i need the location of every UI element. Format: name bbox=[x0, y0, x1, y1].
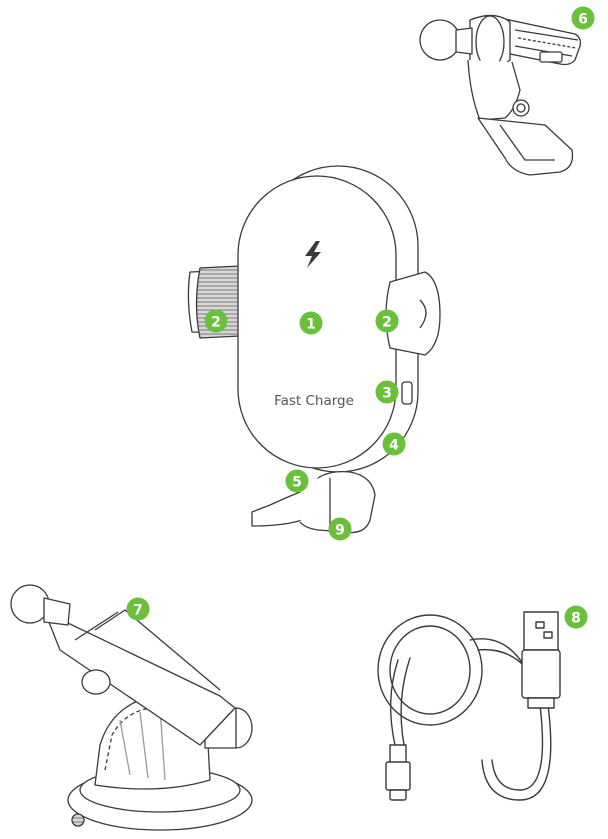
callout-badge-3: 3 bbox=[375, 380, 399, 404]
svg-text:8: 8 bbox=[571, 611, 581, 627]
fast-charge-label: Fast Charge bbox=[274, 393, 354, 409]
callout-badge-1: 1 bbox=[299, 311, 323, 335]
svg-text:9: 9 bbox=[335, 523, 345, 539]
callout-badge-5: 5 bbox=[285, 469, 309, 493]
callout-badge-2-left: 2 bbox=[204, 309, 228, 333]
lightning-bolt-icon bbox=[305, 241, 321, 268]
svg-text:3: 3 bbox=[382, 386, 392, 402]
svg-text:2: 2 bbox=[382, 315, 392, 331]
dashboard-mount-drawing bbox=[10, 584, 253, 831]
svg-text:1: 1 bbox=[306, 317, 316, 333]
callout-badge-8: 8 bbox=[564, 605, 588, 629]
callout-badge-6: 6 bbox=[571, 6, 595, 30]
callout-badge-4: 4 bbox=[382, 432, 406, 456]
air-vent-clip-drawing bbox=[419, 14, 582, 176]
callout-badge-9: 9 bbox=[328, 517, 352, 541]
callout-badge-2-right: 2 bbox=[375, 309, 399, 333]
wireless-charger-mount-drawing bbox=[187, 165, 441, 534]
svg-text:5: 5 bbox=[292, 475, 302, 491]
svg-text:6: 6 bbox=[578, 12, 588, 28]
svg-text:4: 4 bbox=[389, 438, 399, 454]
svg-text:2: 2 bbox=[211, 315, 221, 331]
usb-cable-drawing bbox=[377, 611, 561, 801]
callout-badge-7: 7 bbox=[126, 597, 150, 621]
svg-text:7: 7 bbox=[133, 603, 143, 619]
